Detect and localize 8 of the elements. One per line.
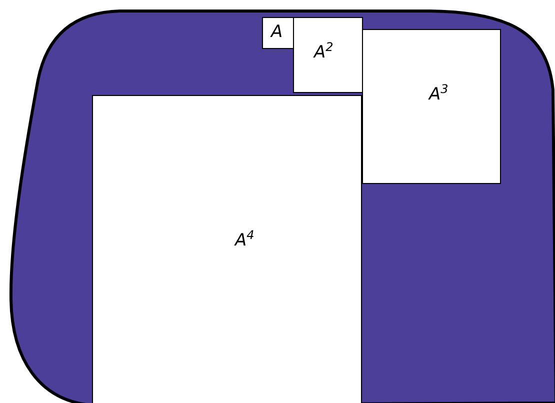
square — [293, 17, 363, 93]
square-label: A$^{3}$ — [429, 83, 448, 104]
square-label: A — [271, 24, 283, 41]
square — [92, 95, 362, 403]
square — [362, 29, 501, 184]
square — [262, 17, 294, 49]
square-label: A$^{4}$ — [235, 229, 254, 250]
square-label: A$^{2}$ — [314, 41, 334, 62]
